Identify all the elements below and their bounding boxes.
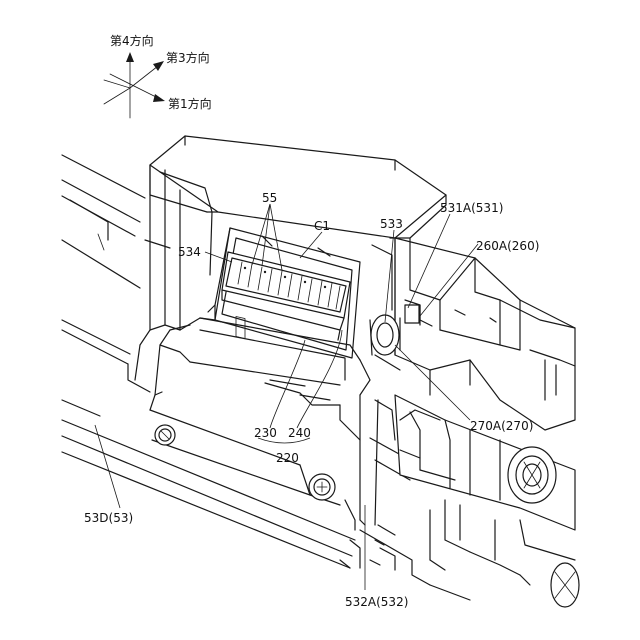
right-housing (395, 238, 575, 430)
label-531a: 531A(531) (440, 201, 503, 215)
direction-3-label: 第3方向 (166, 50, 210, 65)
label-53d: 53D(53) (84, 511, 133, 525)
direction-indicator: 第4方向 第3方向 第1方向 (104, 33, 212, 118)
direction-1-label: 第1方向 (168, 96, 212, 111)
label-534: 534 (178, 245, 201, 259)
screw-right (309, 474, 335, 500)
label-532a: 532A(532) (345, 595, 408, 609)
screw-left (155, 425, 175, 445)
direction-4-label: 第4方向 (110, 33, 154, 48)
label-220: 220 (276, 451, 299, 465)
label-55: 55 (262, 191, 277, 205)
left-frame (62, 155, 150, 416)
label-230: 230 (254, 426, 277, 440)
label-270a: 270A(270) (470, 419, 533, 433)
label-240: 240 (288, 426, 311, 440)
label-260a: 260A(260) (476, 239, 539, 253)
label-533: 533 (380, 217, 403, 231)
label-c1: C1 (314, 219, 330, 233)
